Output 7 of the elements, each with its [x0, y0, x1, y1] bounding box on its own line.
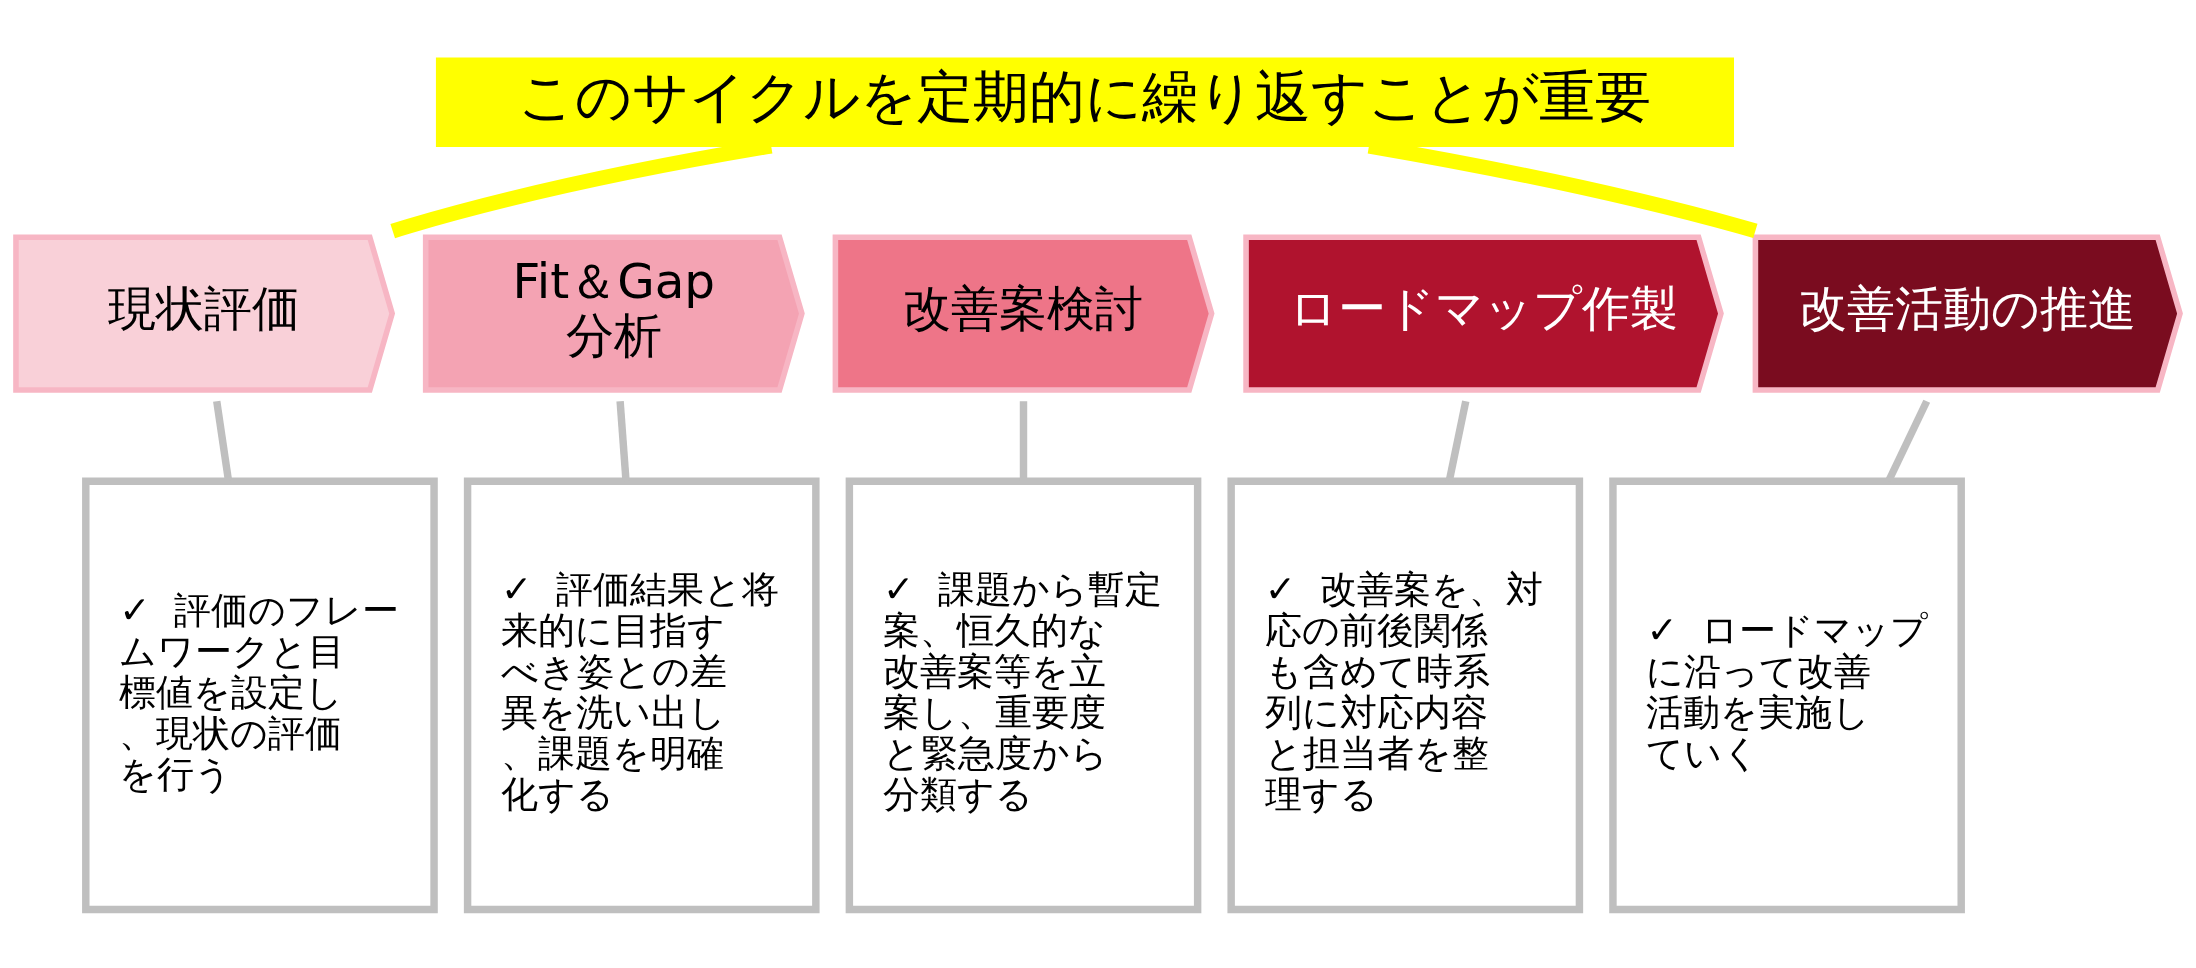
node-box: ✓ 評価のフレームワークと目標値を設定し、現状の評価を行う	[82, 477, 438, 914]
node-box: このサイクルを定期的に繰り返すことが重要	[435, 57, 1734, 147]
connector	[616, 400, 630, 482]
node-box: ✓ 評価結果と将来的に目指すべき姿との差異を洗い出し、課題を明確化する	[463, 477, 820, 914]
node-box: ✓ ロードマップに沿って改善活動を実施していく	[1609, 477, 1965, 914]
node-box: ✓ 改善案を、対応の前後関係も含めて時系列に対応内容と担当者を整理する	[1227, 477, 1584, 914]
node-box: ✓ 課題から暫定案、恒久的な改善案等を立案し、重要度と緊急度から分類する	[845, 477, 1202, 914]
